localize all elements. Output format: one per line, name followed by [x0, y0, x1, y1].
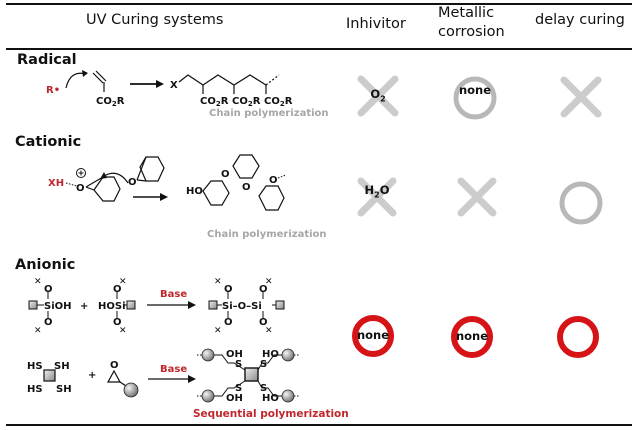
cationic-ether-oxygen-3: O [269, 175, 278, 186]
anionic-catalyst-1: Base [160, 289, 187, 300]
anionic-thiol-1: HS [27, 361, 43, 372]
table-bottom-rule [6, 424, 632, 426]
anionic-thiol-4: SH [56, 384, 72, 395]
cationic-oxygen: O [76, 183, 85, 194]
anionic-hydroxyl-1: OH [226, 349, 243, 360]
circle-icon [352, 315, 394, 357]
anionic-plus: + [80, 301, 88, 312]
anionic-thiol-epoxy-scheme: HS SH HS SH + O Base OH HO OH HO S S S S [27, 348, 299, 404]
radical-delay-cross-mark [558, 74, 604, 120]
svg-text:✕: ✕ [119, 326, 127, 335]
circle-icon [451, 316, 493, 358]
radical-inhibitor-cross-mark: O2 [355, 73, 401, 119]
anionic-hydroxyl-4: HO [262, 393, 279, 404]
cationic-initiator: XH [48, 178, 64, 189]
row-title-cationic: Cationic [15, 134, 82, 150]
anionic-thiol-3: HS [27, 384, 43, 395]
anionic-siloxane-product: Si–O–Si [222, 301, 262, 312]
svg-text:O: O [110, 360, 119, 371]
svg-text:S: S [260, 383, 267, 394]
circle-icon [559, 181, 603, 225]
svg-text:O: O [259, 284, 268, 295]
cross-icon [457, 177, 497, 217]
radical-chain-start: X [170, 80, 178, 91]
cationic-delay-ring-mark [558, 180, 604, 226]
cationic-ether-oxygen-2: O [242, 182, 251, 193]
header-uv-curing-systems: UV Curing systems [86, 12, 224, 28]
header-metallic-corrosion: Metallic corrosion [438, 4, 505, 42]
header-delay-curing: delay curing [535, 12, 625, 28]
anionic-hydroxyl-2: HO [262, 349, 279, 360]
svg-text:O: O [44, 284, 53, 295]
cationic-curved-arrow [103, 172, 129, 184]
anionic-metallic-ring-mark: none [449, 314, 495, 360]
anionic-catalyst-2: Base [160, 364, 187, 375]
cationic-monomer-oxygen: O [128, 177, 137, 188]
row-title-radical: Radical [17, 52, 77, 68]
cationic-inhibitor-cross-mark: H2O [355, 175, 399, 219]
radical-pendant-group-1: CO2R [200, 96, 229, 108]
radical-pendant-group-2: CO2R [232, 96, 261, 108]
circle-icon [453, 76, 497, 120]
svg-text:O: O [44, 317, 53, 328]
anionic-reactant-b: HOSi [98, 301, 126, 312]
header-bottom-rule [6, 48, 632, 50]
cationic-reaction-scheme: XH O O HO O O O [48, 154, 287, 211]
svg-text:✕: ✕ [119, 277, 127, 287]
svg-text:O: O [259, 317, 268, 328]
row-title-anionic: Anionic [15, 257, 76, 273]
svg-text:✕: ✕ [34, 326, 42, 335]
svg-text:O: O [224, 284, 233, 295]
anionic-reactant-a: SiOH [44, 301, 72, 312]
cationic-metallic-cross-mark [455, 175, 499, 219]
svg-text:O: O [224, 317, 233, 328]
anionic-inhibitor-ring-mark: none [350, 313, 396, 359]
anionic-thiol-2: SH [54, 361, 70, 372]
header-metallic-line1: Metallic [438, 5, 495, 21]
svg-text:✕: ✕ [34, 277, 42, 287]
cross-icon [560, 76, 602, 118]
table-top-rule [6, 3, 632, 5]
cationic-caption: Chain polymerization [207, 229, 327, 240]
radical-curved-arrow-head [82, 70, 88, 77]
header-inhibitor: Inhivitor [346, 16, 406, 32]
svg-text:S: S [260, 359, 267, 370]
svg-text:✕: ✕ [214, 326, 222, 335]
svg-text:S: S [235, 383, 242, 394]
anionic-siloxane-scheme: SiOH O O ✕ ✕ + HOSi O O ✕ ✕ Base Si–O–Si… [28, 277, 285, 335]
header-metallic-line2: corrosion [438, 24, 505, 40]
cationic-ether-oxygen-1: O [221, 169, 230, 180]
anionic-metallic-label: none [455, 329, 489, 343]
cationic-inhibitor-label: H2O [364, 183, 390, 200]
radical-metallic-label: none [458, 83, 492, 97]
cationic-end-group: HO [186, 186, 203, 197]
anionic-inhibitor-label: none [356, 328, 390, 342]
radical-metallic-ring-mark: none [452, 75, 498, 121]
svg-text:O: O [113, 284, 122, 295]
cross-icon [357, 75, 399, 117]
radical-polymer-backbone [178, 74, 267, 86]
circle-icon [557, 316, 599, 358]
radical-reaction-scheme: R• CO2R X CO2R CO2R CO2R [46, 70, 293, 108]
radical-monomer-group: CO2R [96, 96, 125, 108]
cationic-charge-icon [76, 168, 86, 178]
anionic-plus-2: + [88, 370, 96, 381]
svg-text:✕: ✕ [265, 326, 273, 335]
cross-icon [357, 177, 397, 217]
svg-text:✕: ✕ [265, 277, 273, 287]
radical-caption: Chain polymerization [209, 108, 329, 119]
anionic-caption: Sequential polymerization [193, 408, 349, 420]
anionic-delay-ring-mark [555, 314, 601, 360]
radical-initiator: R• [46, 85, 60, 96]
svg-text:✕: ✕ [214, 277, 222, 287]
svg-text:O: O [113, 317, 122, 328]
radical-inhibitor-label: O2 [370, 87, 386, 104]
radical-pendant-group-3: CO2R [264, 96, 293, 108]
svg-text:S: S [235, 359, 242, 370]
anionic-hydroxyl-3: OH [226, 393, 243, 404]
